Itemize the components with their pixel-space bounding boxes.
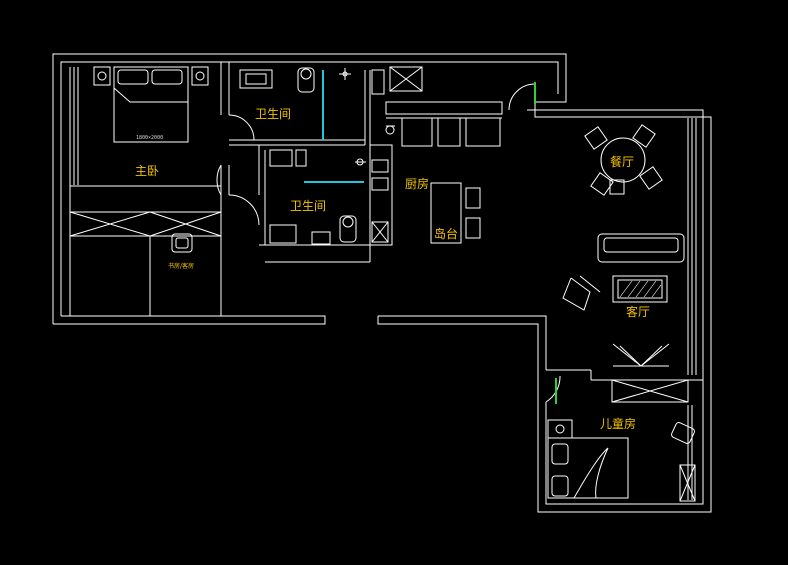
label-bed-size: 1800×2000 [136, 135, 163, 141]
label-kitchen: 厨房 [405, 176, 429, 191]
label-bathroom-mid: 卫生间 [290, 199, 326, 213]
left-windows [69, 67, 79, 310]
living-furniture [562, 233, 685, 367]
label-island: 岛台 [434, 226, 458, 241]
master-bed [93, 66, 209, 143]
label-master-bedroom: 主卧 [135, 164, 159, 178]
door-leaves [534, 82, 557, 404]
bathroom-top-fixtures [239, 67, 351, 93]
label-bathroom-top: 卫生间 [255, 107, 291, 121]
label-living: 客厅 [626, 304, 650, 319]
interior-walls [69, 62, 696, 502]
dining-table [584, 124, 663, 196]
doors [216, 83, 561, 403]
bathroom-mid-fixtures [269, 149, 366, 245]
study-chair [171, 233, 193, 253]
glass-partitions [304, 70, 364, 183]
outer-walls [52, 53, 712, 513]
rug-hatch [619, 280, 662, 298]
label-study: 书房/客房 [168, 262, 194, 270]
label-dining: 餐厅 [610, 154, 634, 169]
kids-furniture [547, 419, 695, 499]
label-kids-room: 儿童房 [600, 416, 636, 431]
